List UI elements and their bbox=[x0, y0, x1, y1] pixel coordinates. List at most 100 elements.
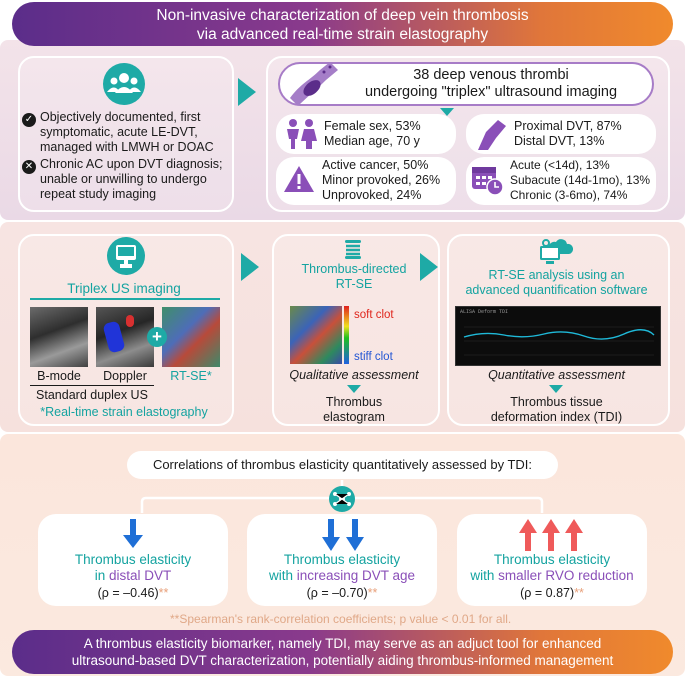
active-cancer: Active cancer, 50% bbox=[322, 158, 429, 172]
result-1-stars: ** bbox=[158, 586, 169, 600]
distal-dvt: Distal DVT, 13% bbox=[514, 134, 605, 148]
quantitative-pointer bbox=[549, 385, 563, 393]
tdi-label: Thrombus tissue deformation index (TDI) bbox=[447, 395, 666, 425]
rtse-title-line2: RT-SE bbox=[335, 277, 373, 291]
doppler-image bbox=[96, 307, 154, 367]
rtse-label: RT-SE* bbox=[170, 369, 212, 383]
correlations-title-pill bbox=[127, 451, 558, 479]
elastogram-image bbox=[290, 306, 342, 364]
result-3-qualifier: with smaller RVO reduction bbox=[457, 568, 647, 583]
header-banner: Non-invasive characterization of deep ve… bbox=[12, 2, 673, 46]
qualitative-label: Qualitative assessment bbox=[289, 368, 419, 382]
triplex-title: Triplex US imaging bbox=[67, 281, 181, 296]
result-3-stars: ** bbox=[574, 586, 584, 600]
triple-arrow-up-icon bbox=[519, 519, 583, 551]
doppler-label: Doppler bbox=[103, 369, 147, 383]
conclusion-banner: A thrombus elasticity biomarker, namely … bbox=[12, 630, 673, 674]
exclusion-line-3: repeat study imaging bbox=[40, 187, 157, 201]
tdi-line1: Thrombus tissue bbox=[510, 395, 603, 409]
result-1-qualifier: in distal DVT bbox=[38, 568, 228, 583]
minor-provoked: Minor provoked, 26% bbox=[322, 173, 441, 187]
unprovoked: Unprovoked, 24% bbox=[322, 188, 422, 202]
cohort-title: 38 deep venous thrombi undergoing "tripl… bbox=[326, 67, 656, 101]
warning-icon bbox=[284, 166, 314, 192]
conclusion-line2: ultrasound-based DVT characterization, p… bbox=[71, 653, 614, 668]
bmode-label: B-mode bbox=[37, 369, 81, 383]
flow-arrow-1 bbox=[238, 78, 256, 106]
elasticity-scale-bar bbox=[344, 306, 349, 364]
analysis-line1: RT-SE analysis using an bbox=[488, 268, 625, 282]
result-card-age bbox=[247, 514, 437, 606]
chronic: Chronic (3-6mo), 74% bbox=[510, 188, 628, 202]
qualitative-pointer bbox=[347, 385, 361, 393]
flow-arrow-2 bbox=[241, 253, 259, 281]
doppler-flow-red bbox=[126, 315, 134, 327]
rtse-image bbox=[162, 307, 220, 367]
exclusion-criteria: Chronic AC upon DVT diagnosis; unable or… bbox=[40, 157, 230, 202]
result-1-label: Thrombus elasticity bbox=[74, 552, 192, 567]
median-age: Median age, 70 y bbox=[324, 134, 420, 148]
cohort-down-pointer bbox=[440, 108, 454, 116]
arrow-down-icon bbox=[123, 519, 143, 548]
cohort-title-line2: undergoing "triplex" ultrasound imaging bbox=[364, 84, 618, 100]
result-1-qualifier-text: distal DVT bbox=[108, 568, 172, 583]
thrombus-vein-icon bbox=[290, 62, 338, 106]
ultrasound-probe-icon bbox=[107, 237, 145, 275]
quantitative-label: Quantitative assessment bbox=[488, 368, 625, 382]
sex-age-text: Female sex, 53% Median age, 70 y bbox=[324, 119, 421, 149]
result-3-label: Thrombus elasticity bbox=[493, 552, 611, 567]
tdi-waveform bbox=[463, 326, 655, 356]
header-title-line1: Non-invasive characterization of deep ve… bbox=[156, 7, 529, 24]
tdi-graph-label: ALISA Deform TDI bbox=[460, 309, 509, 315]
leg-icon bbox=[478, 120, 506, 150]
result-3-rho-value: (ρ = 0.87) bbox=[520, 586, 575, 600]
analysis-title: RT-SE analysis using an advanced quantif… bbox=[447, 268, 666, 298]
result-2-prefix: with bbox=[268, 568, 297, 583]
inclusion-criteria: Objectively documented, first symptomati… bbox=[40, 110, 230, 155]
tdi-graph: ALISA Deform TDI bbox=[455, 306, 661, 366]
stiff-clot-label: stiff clot bbox=[354, 351, 393, 363]
inclusion-line-2: symptomatic, acute LE-DVT, bbox=[40, 125, 198, 139]
header-title-line2: via advanced real-time strain elastograp… bbox=[196, 26, 489, 43]
location-text: Proximal DVT, 87% Distal DVT, 13% bbox=[514, 119, 622, 149]
acute: Acute (<14d), 13% bbox=[510, 158, 610, 172]
bmode-image bbox=[30, 307, 88, 367]
rtse-footnote: *Real-time strain elastography bbox=[40, 405, 208, 419]
correlations-title: Correlations of thrombus elasticity quan… bbox=[152, 457, 533, 472]
result-2-rho: (ρ = –0.70)** bbox=[247, 586, 437, 601]
result-2-qualifier: with increasing DVT age bbox=[247, 568, 437, 583]
exclusion-line-1: Chronic AC upon DVT diagnosis; bbox=[40, 157, 223, 171]
result-2-label: Thrombus elasticity bbox=[283, 552, 401, 567]
rtse-title: Thrombus-directed RT-SE bbox=[272, 262, 436, 292]
cohort-title-pill bbox=[278, 62, 654, 106]
person-male-female-icon bbox=[287, 119, 317, 149]
flow-arrow-3 bbox=[420, 253, 438, 281]
rtse-title-line1: Thrombus-directed bbox=[301, 262, 407, 276]
result-2-qualifier-text: increasing DVT age bbox=[296, 568, 416, 583]
result-1-rho: (ρ = –0.46)** bbox=[38, 586, 228, 601]
x-icon: ✕ bbox=[22, 160, 36, 174]
elastogram-line1: Thrombus bbox=[325, 395, 383, 409]
dvt-age-text: Acute (<14d), 13% Subacute (14d-1mo), 13… bbox=[510, 158, 650, 203]
result-1-prefix: in bbox=[94, 568, 109, 583]
result-3-qualifier-text: smaller RVO reduction bbox=[498, 568, 634, 583]
female-sex: Female sex, 53% bbox=[324, 119, 421, 133]
elastogram-line2: elastogram bbox=[323, 410, 385, 424]
spring-icon bbox=[345, 240, 361, 259]
calendar-clock-icon bbox=[472, 167, 504, 196]
result-3-rho: (ρ = 0.87)** bbox=[457, 586, 647, 601]
network-icon bbox=[329, 486, 355, 512]
conclusion-line1: A thrombus elasticity biomarker, namely … bbox=[83, 636, 602, 651]
inclusion-line-1: Objectively documented, first bbox=[40, 110, 201, 124]
analysis-line2: advanced quantification software bbox=[465, 283, 648, 297]
result-2-stars: ** bbox=[367, 586, 378, 600]
exclusion-line-2: unable or unwilling to undergo bbox=[40, 172, 207, 186]
check-icon: ✓ bbox=[22, 113, 36, 127]
elastogram-label: Thrombus elastogram bbox=[272, 395, 436, 425]
cohort-title-line1: 38 deep venous thrombi bbox=[413, 67, 569, 83]
double-arrow-down-icon bbox=[322, 519, 364, 551]
inclusion-line-3: managed with LMWH or DOAC bbox=[40, 140, 214, 154]
result-1-rho-value: (ρ = –0.46) bbox=[97, 586, 159, 600]
standard-duplex-label: Standard duplex US bbox=[36, 388, 148, 402]
soft-clot-label: soft clot bbox=[354, 309, 394, 321]
